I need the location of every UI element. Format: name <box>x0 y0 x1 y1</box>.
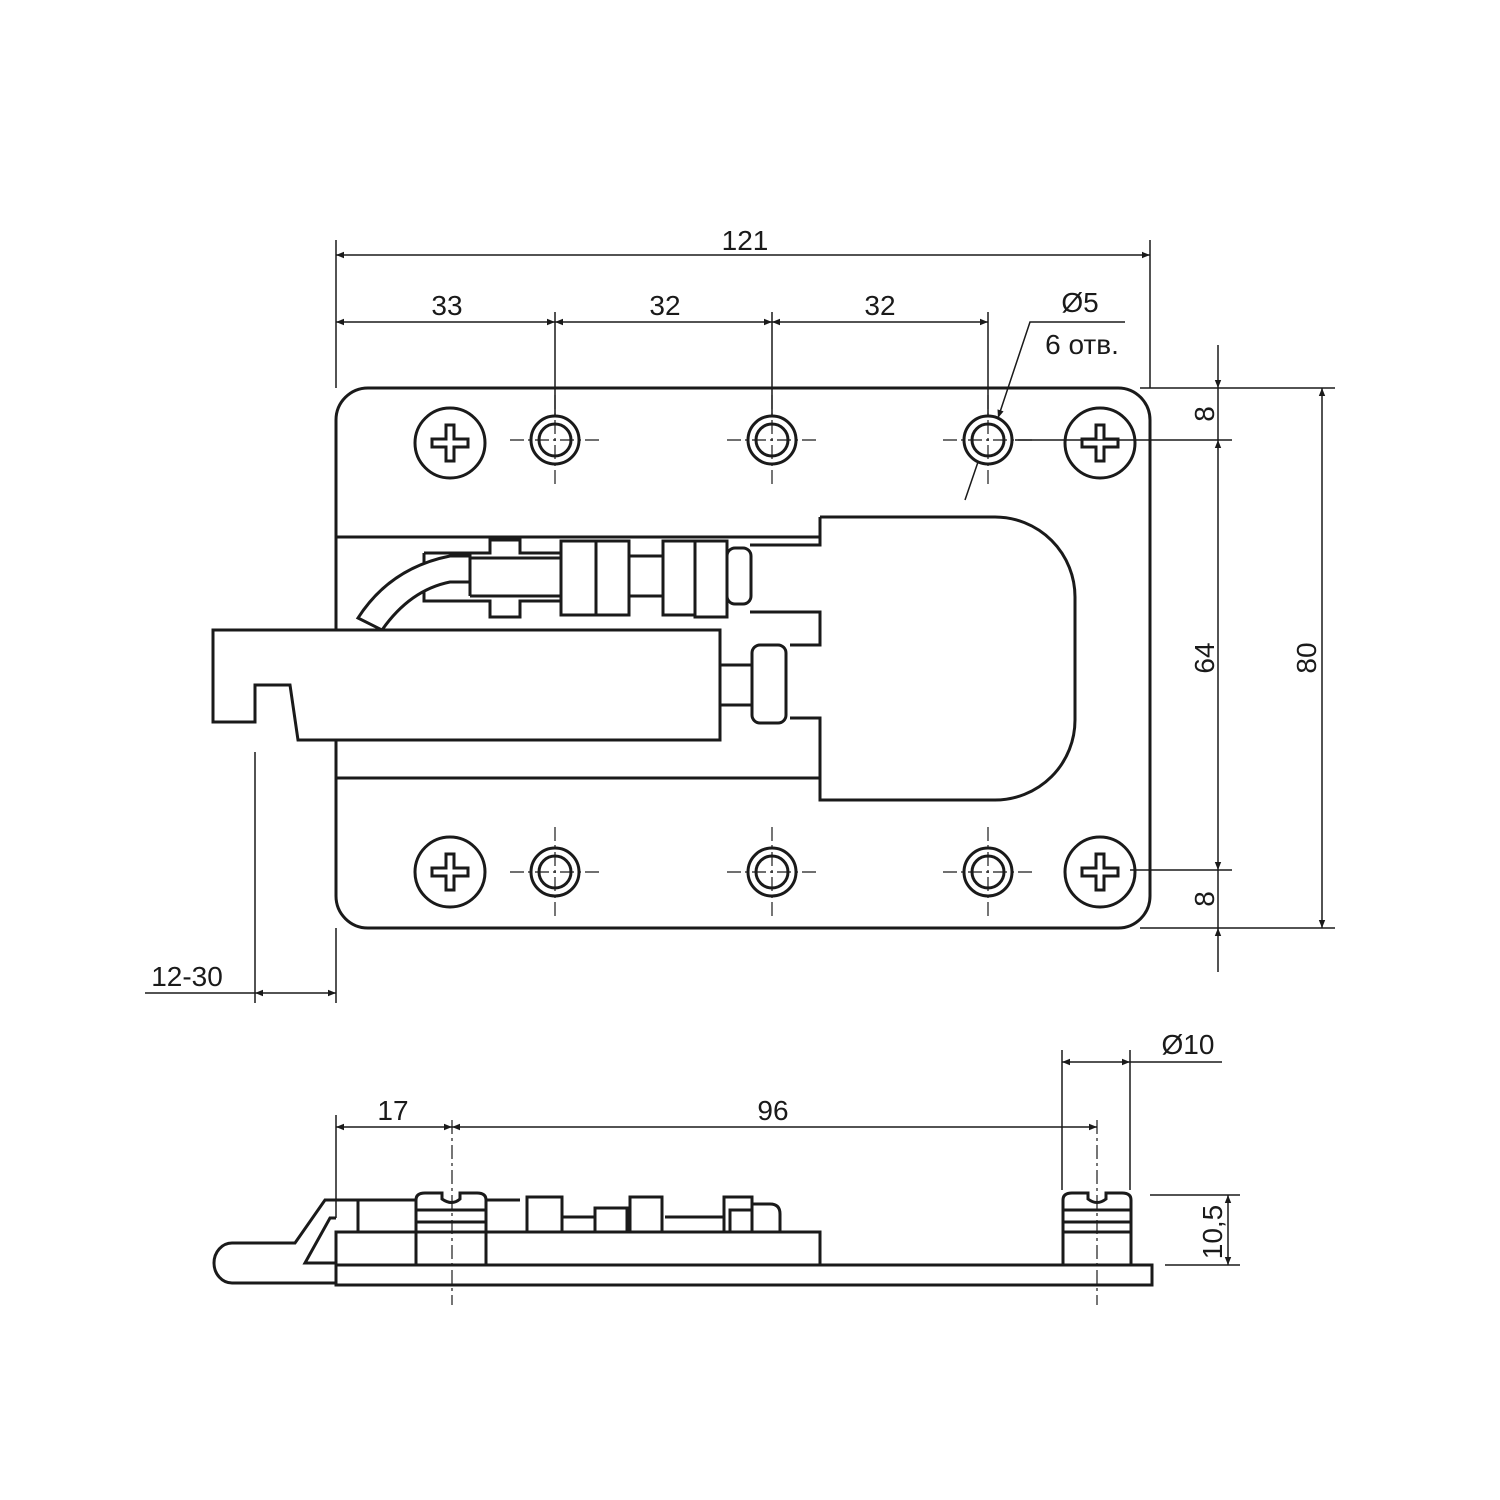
dim-dowel-spacing: 96 <box>757 1095 788 1126</box>
dim-hole-diameter: Ø5 <box>1061 287 1098 318</box>
dim-spacing-3: 32 <box>864 290 895 321</box>
side-view: 17 96 Ø10 10,5 <box>212 1029 1240 1305</box>
dim-overall-width: 121 <box>722 225 769 256</box>
dim-adjustment-range: 12-30 <box>151 961 223 992</box>
dowel-left <box>414 1191 488 1265</box>
top-view: 121 33 32 32 Ø5 6 отв. 8 64 8 80 12-30 <box>145 225 1335 1003</box>
spring-arm <box>355 554 472 632</box>
dim-dowel-height: 10,5 <box>1197 1205 1228 1260</box>
dim-spacing-1: 33 <box>431 290 462 321</box>
latch-hook <box>212 1198 358 1285</box>
channel <box>336 535 820 780</box>
hole-count-note: 6 отв. <box>1045 329 1119 360</box>
dim-edge-top: 8 <box>1189 406 1220 422</box>
dim-row-spacing: 64 <box>1189 642 1220 673</box>
latch-bar <box>211 628 722 742</box>
latch-knob <box>750 643 788 725</box>
housing <box>750 515 1077 802</box>
dim-overall-height: 80 <box>1291 642 1322 673</box>
base-plate <box>334 1263 1154 1287</box>
dim-dowel-diameter: Ø10 <box>1162 1029 1215 1060</box>
dim-edge-bottom: 8 <box>1189 891 1220 907</box>
dim-edge-to-dowel: 17 <box>377 1095 408 1126</box>
dim-spacing-2: 32 <box>649 290 680 321</box>
